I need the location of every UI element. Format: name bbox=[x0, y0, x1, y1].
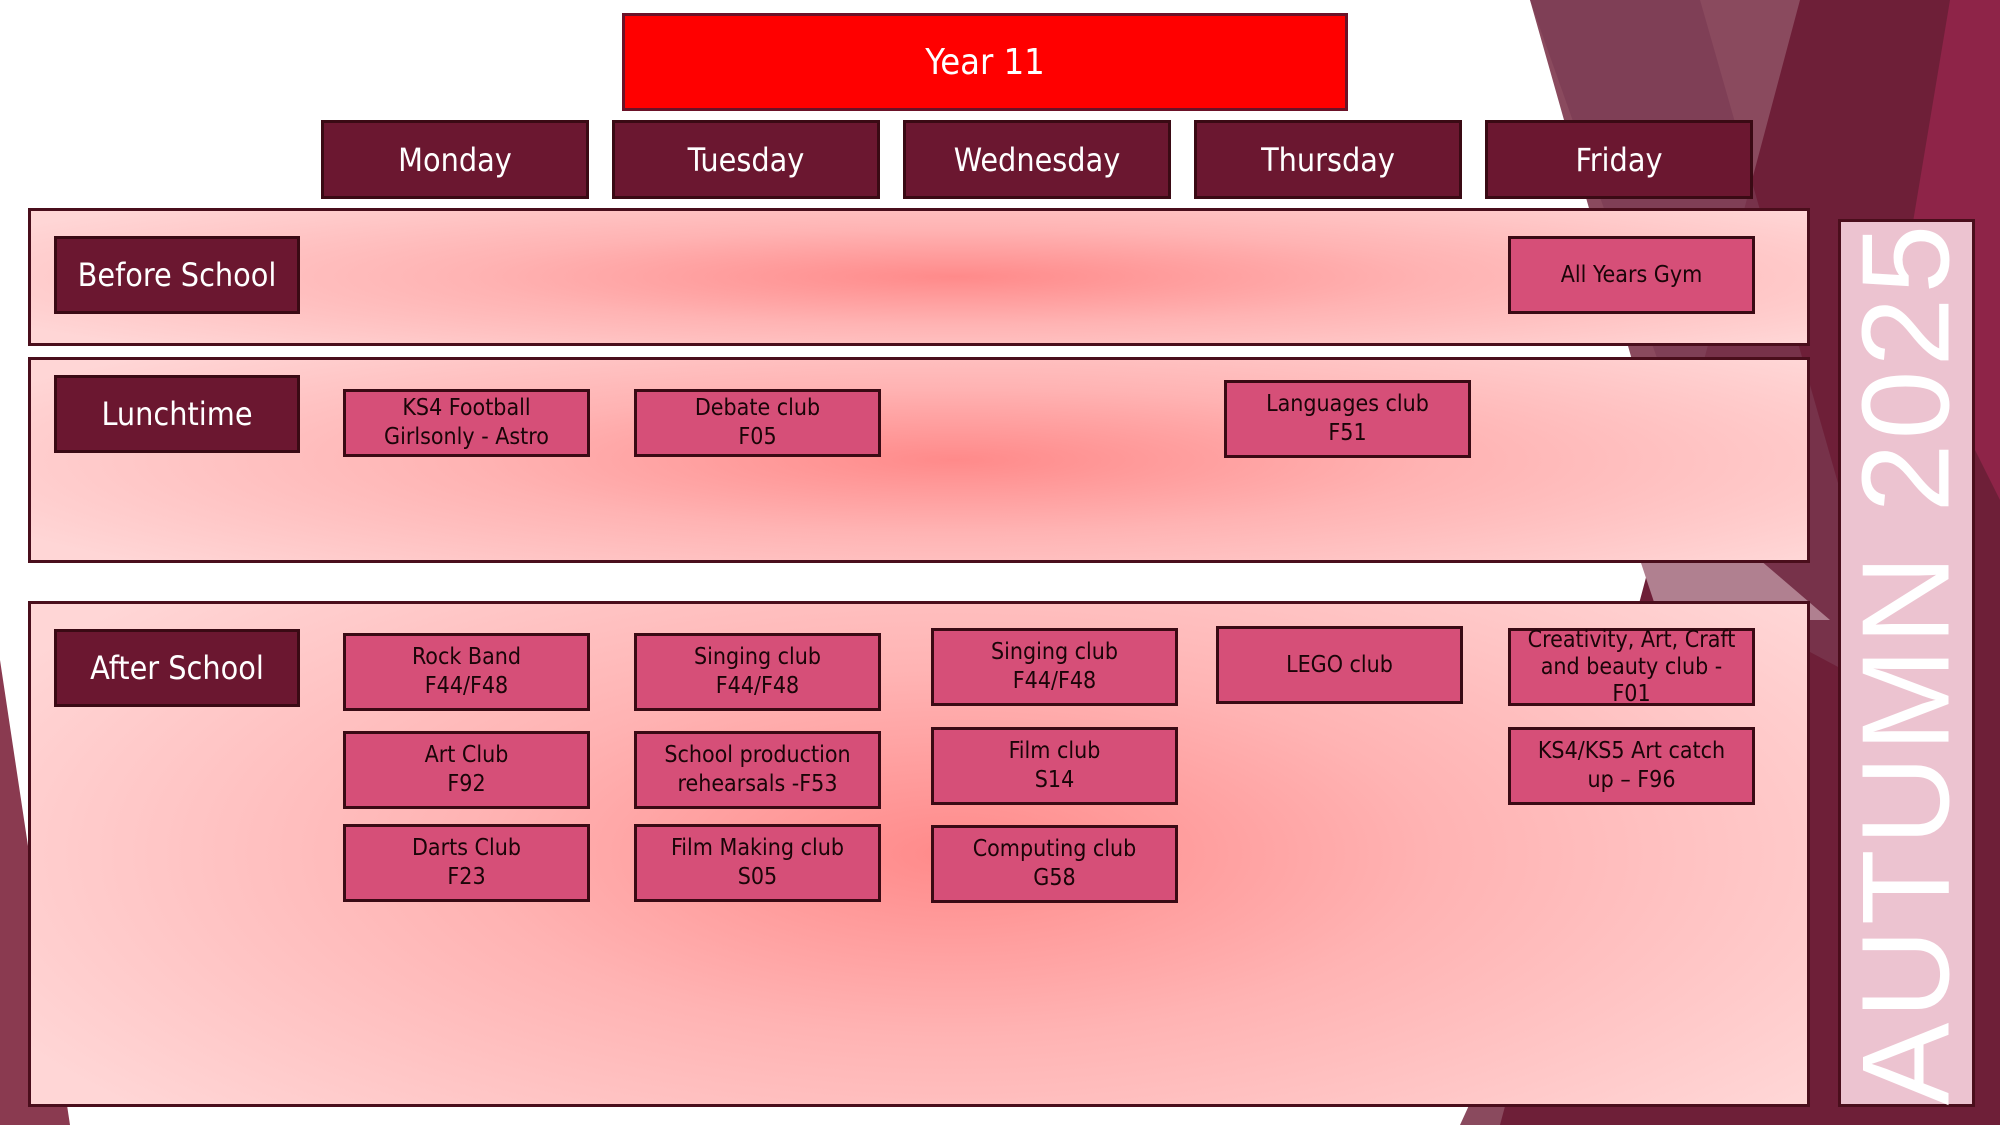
activity-after-friday: KS4/KS5 Art catch up – F96 bbox=[1508, 727, 1755, 805]
activity-after-thursday: LEGO club bbox=[1216, 626, 1463, 704]
activity-after-tuesday: School production rehearsals -F53 bbox=[634, 731, 881, 809]
day-header-friday: Friday bbox=[1485, 120, 1753, 199]
activity-after-friday: Creativity, Art, Craft and beauty club -… bbox=[1508, 627, 1755, 707]
lunchtime-panel bbox=[28, 357, 1810, 563]
day-header-thursday: Thursday bbox=[1194, 120, 1462, 199]
term-label: AUTUMN 2025 bbox=[1837, 220, 1976, 1106]
day-header-monday: Monday bbox=[321, 120, 589, 199]
activity-lunch-tuesday: Debate club F05 bbox=[634, 389, 881, 457]
activity-after-monday: Art Club F92 bbox=[343, 731, 590, 809]
day-header-wednesday: Wednesday bbox=[903, 120, 1171, 199]
activity-after-monday: Darts Club F23 bbox=[343, 824, 590, 902]
activity-before-friday: All Years Gym bbox=[1508, 236, 1755, 314]
activity-after-wednesday: Film club S14 bbox=[931, 727, 1178, 805]
activity-lunch-thursday: Languages club F51 bbox=[1224, 380, 1471, 458]
activity-after-tuesday: Singing club F44/F48 bbox=[634, 633, 881, 711]
day-header-tuesday: Tuesday bbox=[612, 120, 880, 199]
activity-after-wednesday: Computing club G58 bbox=[931, 825, 1178, 903]
activity-after-wednesday: Singing club F44/F48 bbox=[931, 628, 1178, 706]
activity-lunch-monday: KS4 Football Girlsonly - Astro bbox=[343, 389, 590, 457]
term-banner: AUTUMN 2025 bbox=[1837, 219, 1976, 1107]
year-title: Year 11 bbox=[622, 13, 1348, 111]
session-label-after-school: After School bbox=[54, 629, 300, 707]
session-label-before-school: Before School bbox=[54, 236, 300, 314]
activity-after-tuesday: Film Making club S05 bbox=[634, 824, 881, 902]
session-label-lunchtime: Lunchtime bbox=[54, 375, 300, 453]
activity-after-monday: Rock Band F44/F48 bbox=[343, 633, 590, 711]
